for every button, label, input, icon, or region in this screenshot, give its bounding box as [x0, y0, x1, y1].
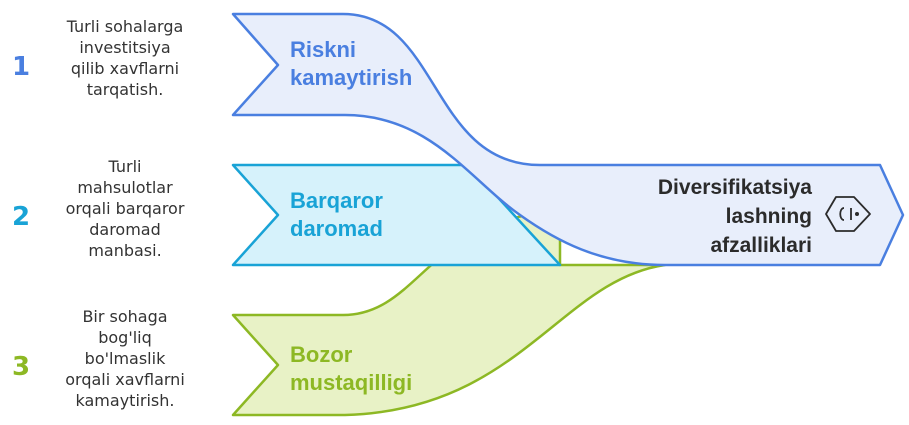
title-line: Riskni	[290, 37, 357, 62]
desc-line: Bir sohaga	[82, 307, 168, 326]
center-title-line: Diversifikatsiya	[657, 176, 812, 199]
desc-line: bog'liq	[98, 328, 152, 347]
center-title: Diversifikatsiya lashning afzalliklari	[590, 173, 812, 260]
desc-line: mahsulotlar	[77, 178, 173, 197]
flow-band-1	[231, 12, 905, 267]
desc-line: Turli	[108, 157, 142, 176]
hexagon-chart-icon	[825, 196, 871, 232]
step-description-3: Bir sohaga bog'liq bo'lmaslik orqali xav…	[30, 306, 220, 411]
desc-line: bo'lmaslik	[84, 349, 166, 368]
desc-line: tarqatish.	[86, 80, 164, 99]
title-line: kamaytirish	[290, 65, 413, 90]
title-line: mustaqilligi	[290, 370, 413, 395]
title-line: daromad	[290, 216, 383, 241]
center-title-line: afzalliklari	[710, 234, 812, 257]
step-title-2: Barqaror daromad	[290, 187, 383, 243]
desc-line: investitsiya	[79, 38, 171, 57]
desc-line: orqali barqaror	[65, 199, 185, 218]
step-number-2: 2	[12, 202, 31, 232]
desc-line: orqali xavflarni	[65, 370, 185, 389]
desc-line: qilib xavflarni	[70, 59, 180, 78]
step-title-3: Bozor mustaqilligi	[290, 341, 412, 397]
desc-line: kamaytirish.	[75, 391, 175, 410]
title-line: Barqaror	[290, 188, 383, 213]
desc-line: manbasi.	[88, 241, 162, 260]
title-line: Bozor	[290, 342, 353, 367]
desc-line: daromad	[89, 220, 161, 239]
step-description-1: Turli sohalarga investitsiya qilib xavfl…	[30, 16, 220, 100]
step-number-3: 3	[12, 352, 31, 382]
center-title-line: lashning	[725, 205, 812, 228]
step-description-2: Turli mahsulotlar orqali barqaror daroma…	[30, 156, 220, 261]
step-number-1: 1	[12, 52, 31, 82]
step-title-1: Riskni kamaytirish	[290, 36, 412, 92]
desc-line: Turli sohalarga	[66, 17, 184, 36]
